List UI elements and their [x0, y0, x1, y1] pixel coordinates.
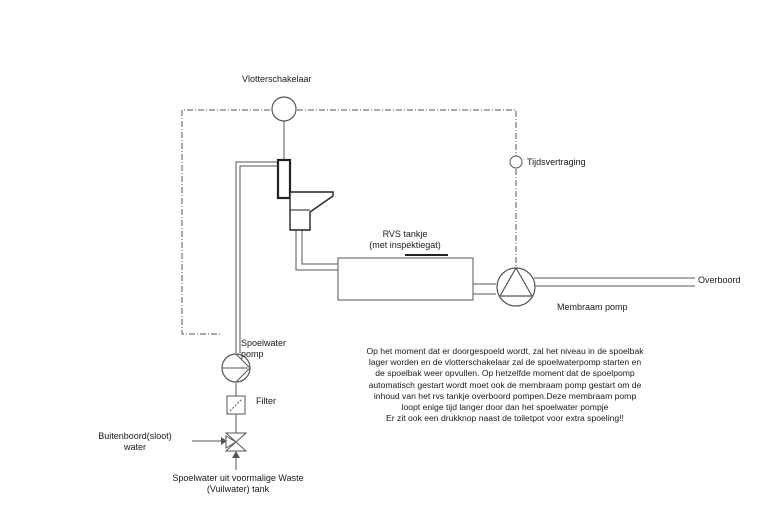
label-overboard: Overboord [698, 275, 741, 285]
label-tank: RVS tankje (met inspektiegat) [360, 229, 450, 251]
label-outside-water-line2: water [123, 442, 146, 452]
control-wire-left [181, 109, 270, 335]
label-waste-line2: (Vuilwater) tank [206, 484, 270, 494]
description-line: de spoelbak weer opvullen. Op hetzelfde … [375, 368, 635, 379]
three-way-valve [224, 432, 248, 452]
overboard-pipe [534, 277, 695, 287]
float-switch-symbol [271, 96, 297, 122]
description-text: Op het moment dat er doorgespoeld wordt,… [320, 346, 690, 424]
membrane-pump-triangle [498, 266, 534, 297]
label-time-delay: Tijdsvertraging [527, 157, 586, 167]
rvs-tank [337, 257, 474, 301]
cistern-funnel [289, 191, 334, 231]
control-wire-right [297, 109, 517, 156]
flush-line [235, 161, 278, 353]
waste-arrow [232, 451, 240, 458]
description-line: inhoud van het rvs tankje overboord pomp… [373, 390, 637, 401]
filter-diagonal [229, 398, 243, 412]
description-line: Op het moment dat er doorgespoeld wordt,… [366, 346, 644, 356]
description-line: lager worden en de vlotterschakelaar zal… [368, 357, 642, 368]
description-line: loopt enige tijd langer door dan het spo… [401, 402, 609, 413]
label-float-switch: Vlotterschakelaar [242, 74, 312, 84]
label-flush-pump-line2: pomp [241, 349, 264, 359]
description-line: automatisch gestart wordt moet ook de me… [368, 379, 642, 390]
label-outside-water: Buitenboord(sloot) water [80, 431, 190, 453]
label-tank-line2: (met inspektiegat) [369, 240, 441, 250]
membrane-pump-symbol [496, 267, 536, 307]
label-waste-line1: Spoelwater uit voormalige Waste [172, 473, 304, 483]
label-flush-pump: Spoelwater pomp [241, 338, 286, 360]
label-tank-line1: RVS tankje [382, 229, 428, 239]
label-filter: Filter [256, 396, 276, 406]
flush-pump-arrow [222, 353, 251, 383]
tank-to-pump-pipe [473, 283, 496, 295]
drain-pipe [295, 230, 338, 271]
description-line: Er zit ook een drukknop naast de toiletp… [386, 413, 624, 424]
outside-water-arrow [221, 437, 227, 445]
label-membrane-pump: Membraam pomp [557, 302, 628, 312]
time-delay-symbol [509, 155, 523, 169]
label-flush-pump-line1: Spoelwater [241, 338, 287, 348]
label-waste-source: Spoelwater uit voormalige Waste (Vuilwat… [158, 473, 318, 495]
label-outside-water-line1: Buitenboord(sloot) [98, 431, 172, 441]
cistern-tank [276, 158, 292, 200]
